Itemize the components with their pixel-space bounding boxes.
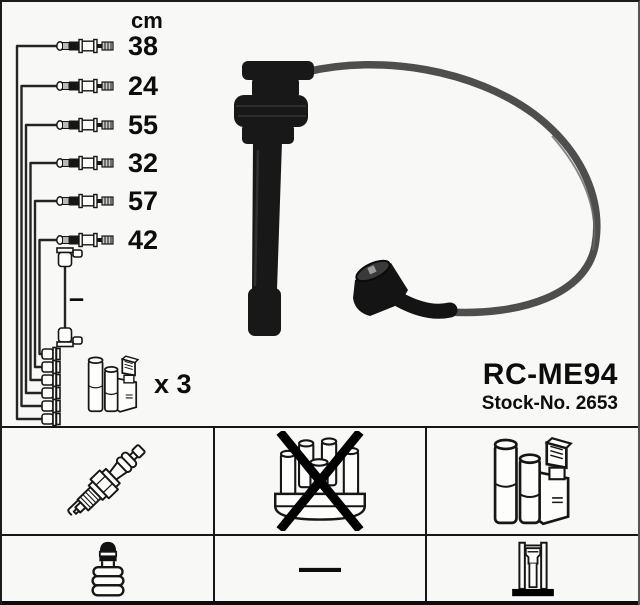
legend-cell-straight-terminal bbox=[427, 536, 638, 601]
distributor-cap-icon bbox=[274, 431, 366, 531]
unit-header: cm bbox=[131, 8, 163, 33]
terminal-nut-icon bbox=[90, 541, 125, 596]
legend-cell-dash: — bbox=[215, 536, 427, 601]
cable-connector-icon bbox=[56, 38, 114, 54]
cable-connector-icon bbox=[56, 155, 114, 171]
ignition-coil-icon bbox=[87, 355, 140, 413]
legend-cell-distributor-cap bbox=[215, 428, 427, 534]
cable-connector-icon bbox=[56, 117, 114, 133]
cable-length-label: 42 bbox=[128, 225, 159, 255]
product-photo bbox=[234, 61, 601, 336]
elbow-boot bbox=[353, 259, 458, 319]
ignition-coil-icon bbox=[493, 437, 573, 526]
cable-length-label: 32 bbox=[128, 148, 159, 178]
unlabeled-cable-mark: – bbox=[69, 283, 85, 313]
legend-cell-spark-plug bbox=[2, 428, 215, 534]
legend-row-1 bbox=[2, 428, 638, 536]
dash-mark: — bbox=[299, 542, 341, 590]
quantity-label: x 3 bbox=[154, 369, 192, 399]
cable-routing-lines bbox=[15, 44, 58, 421]
legend-grid: — bbox=[2, 426, 638, 605]
cable-length-label: 57 bbox=[128, 186, 159, 216]
legend-cell-ignition-coil bbox=[427, 428, 638, 534]
cable-length-label: 24 bbox=[128, 71, 159, 101]
legend-cell-terminal-nut bbox=[2, 536, 215, 601]
product-code: RC-ME94 bbox=[482, 358, 618, 391]
ignition-cable bbox=[302, 61, 601, 317]
cable-length-label: 55 bbox=[128, 110, 159, 140]
cable-connector-icon bbox=[56, 78, 114, 94]
unlabeled-cable-drawing bbox=[56, 247, 83, 348]
stock-number: Stock-No. 2653 bbox=[481, 393, 618, 414]
spark-plug-icon bbox=[66, 444, 146, 516]
cable-length-label: 38 bbox=[128, 31, 159, 61]
cross-out-x bbox=[276, 431, 364, 531]
legend-row-2: — bbox=[2, 536, 638, 601]
plug-boot bbox=[234, 61, 314, 336]
cable-connector-icon bbox=[56, 193, 114, 209]
coil-end-boot-icons bbox=[41, 346, 61, 426]
wire-routing-diagram bbox=[15, 44, 83, 426]
cable-connector-icon bbox=[56, 232, 114, 248]
straight-terminal-icon bbox=[511, 541, 554, 596]
